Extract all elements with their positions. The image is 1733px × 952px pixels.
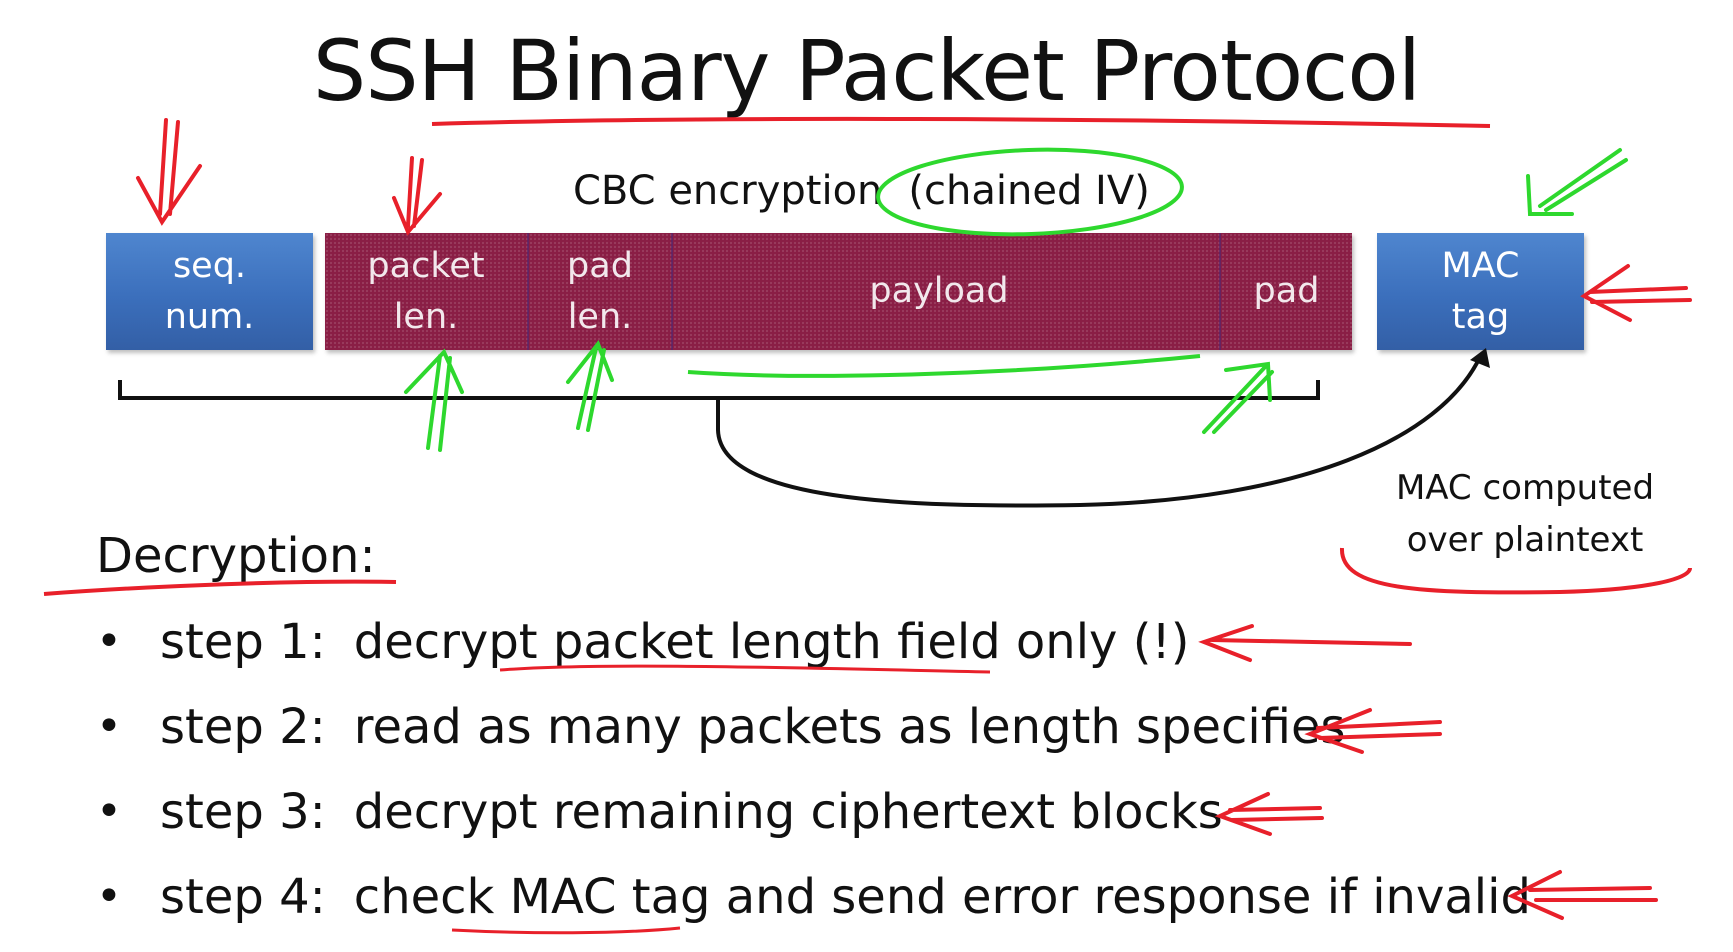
bullet: •: [96, 871, 122, 922]
payload-underline: [687, 354, 1201, 378]
bullet: •: [96, 701, 122, 752]
step4-underline: [451, 926, 681, 935]
step-label: step 2:: [160, 699, 326, 755]
step-item: • step 3: decrypt remaining ciphertext blo…: [96, 782, 1531, 867]
decryption-heading: Decryption:: [96, 528, 376, 584]
plaintext-bracket: [118, 356, 1482, 508]
mac-tag-box: MAC tag: [1377, 233, 1584, 350]
chained-iv-circle: [876, 147, 1184, 237]
red-down-arrows: [136, 118, 442, 236]
encrypted-region: packet len. pad len. payload pad: [325, 233, 1352, 350]
payload-field: payload: [869, 271, 1009, 311]
field-divider: [527, 233, 529, 350]
cbc-label-text: CBC encryption: [573, 168, 883, 214]
packet-len-field: packet len.: [367, 245, 485, 337]
cbc-encryption-label: CBC encryption (chained IV): [573, 168, 1150, 214]
mac-computed-note: MAC computed over plaintext: [1395, 468, 1655, 560]
decryption-underline: [43, 579, 397, 596]
mac-arrowhead: [1470, 348, 1490, 368]
step1-underline: [499, 664, 991, 674]
bullet: •: [96, 616, 122, 667]
chained-iv-label: (chained IV): [908, 168, 1150, 214]
step-text: decrypt packet length field only (!): [353, 614, 1190, 670]
step-label: step 1:: [160, 614, 326, 670]
field-divider: [1219, 233, 1221, 350]
seq-num-box: seq. num.: [106, 233, 313, 350]
step-text: decrypt remaining ciphertext blocks: [353, 784, 1223, 840]
mac-red-arrow: [1580, 264, 1692, 322]
step-item: • step 2: read as many packets as length s…: [96, 697, 1531, 782]
bullet: •: [96, 786, 122, 837]
step-text: check MAC tag and send error response if…: [353, 869, 1531, 925]
step-item: • step 4: check MAC tag and send error res…: [96, 867, 1531, 952]
mac-green-arrow: [1526, 148, 1628, 216]
mac-note-underline: [1339, 547, 1692, 595]
pad-len-field: pad len.: [567, 245, 633, 337]
title-underline: [431, 116, 1491, 128]
decryption-steps: • step 1: decrypt packet length field only…: [96, 612, 1531, 952]
field-divider: [671, 233, 673, 350]
pad-field: pad: [1253, 271, 1320, 311]
step-item: • step 1: decrypt packet length field only…: [96, 612, 1531, 697]
green-up-arrows: [404, 340, 1274, 452]
step-label: step 4:: [160, 869, 326, 925]
step-label: step 3:: [160, 784, 326, 840]
step-red-arrows: [1198, 624, 1658, 920]
step-text: read as many packets as length specifies: [353, 699, 1346, 755]
slide-title: SSH Binary Packet Protocol: [312, 22, 1421, 120]
